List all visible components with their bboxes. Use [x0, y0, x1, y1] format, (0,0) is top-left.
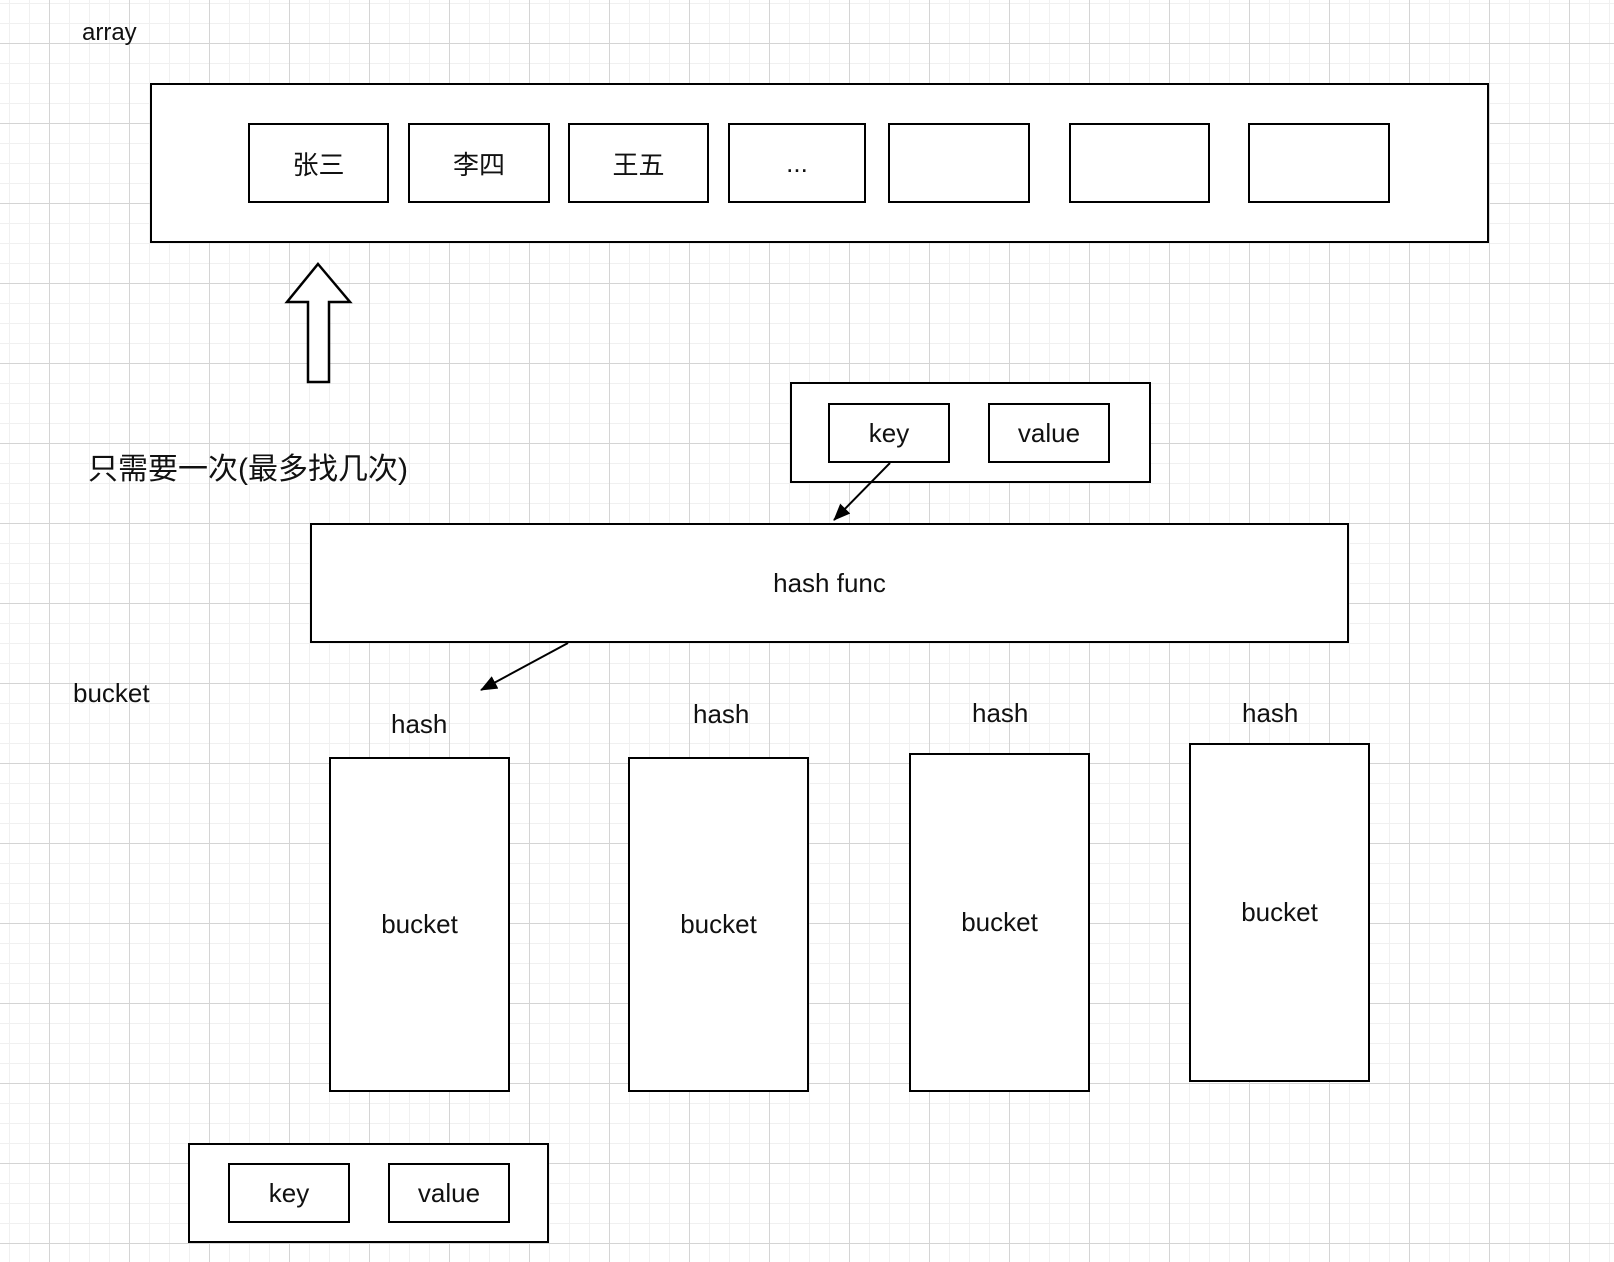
array-cell: 张三 [248, 123, 389, 203]
array-cell: 王五 [568, 123, 709, 203]
kv-bottom-group: key value [188, 1143, 549, 1243]
bucket-box: bucket [329, 757, 510, 1092]
bucket-box: bucket [628, 757, 809, 1092]
hash-label: hash [391, 709, 448, 739]
note-text: 只需要一次(最多找几次) [88, 453, 408, 486]
hashfunc-to-bucket-arrow-icon [480, 642, 569, 691]
array-cell [1069, 123, 1210, 203]
array-cell [1248, 123, 1390, 203]
hash-label: hash [1242, 698, 1299, 728]
hash-func-box: hash func [310, 523, 1349, 643]
bucket-box: bucket [909, 753, 1090, 1092]
array-cell: ... [728, 123, 866, 203]
array-cell [888, 123, 1030, 203]
up-arrow-icon [284, 262, 353, 384]
key-box: key [828, 403, 950, 463]
array-container: 张三 李四 王五 ... [150, 83, 1489, 243]
kv-top-group: key value [790, 382, 1151, 483]
key-box: key [228, 1163, 350, 1223]
array-label: array [82, 19, 137, 46]
hash-label: hash [693, 699, 750, 729]
hash-label: hash [972, 698, 1029, 728]
bucket-side-label: bucket [73, 678, 150, 708]
bucket-box: bucket [1189, 743, 1370, 1082]
array-cell: 李四 [408, 123, 550, 203]
value-box: value [988, 403, 1110, 463]
value-box: value [388, 1163, 510, 1223]
